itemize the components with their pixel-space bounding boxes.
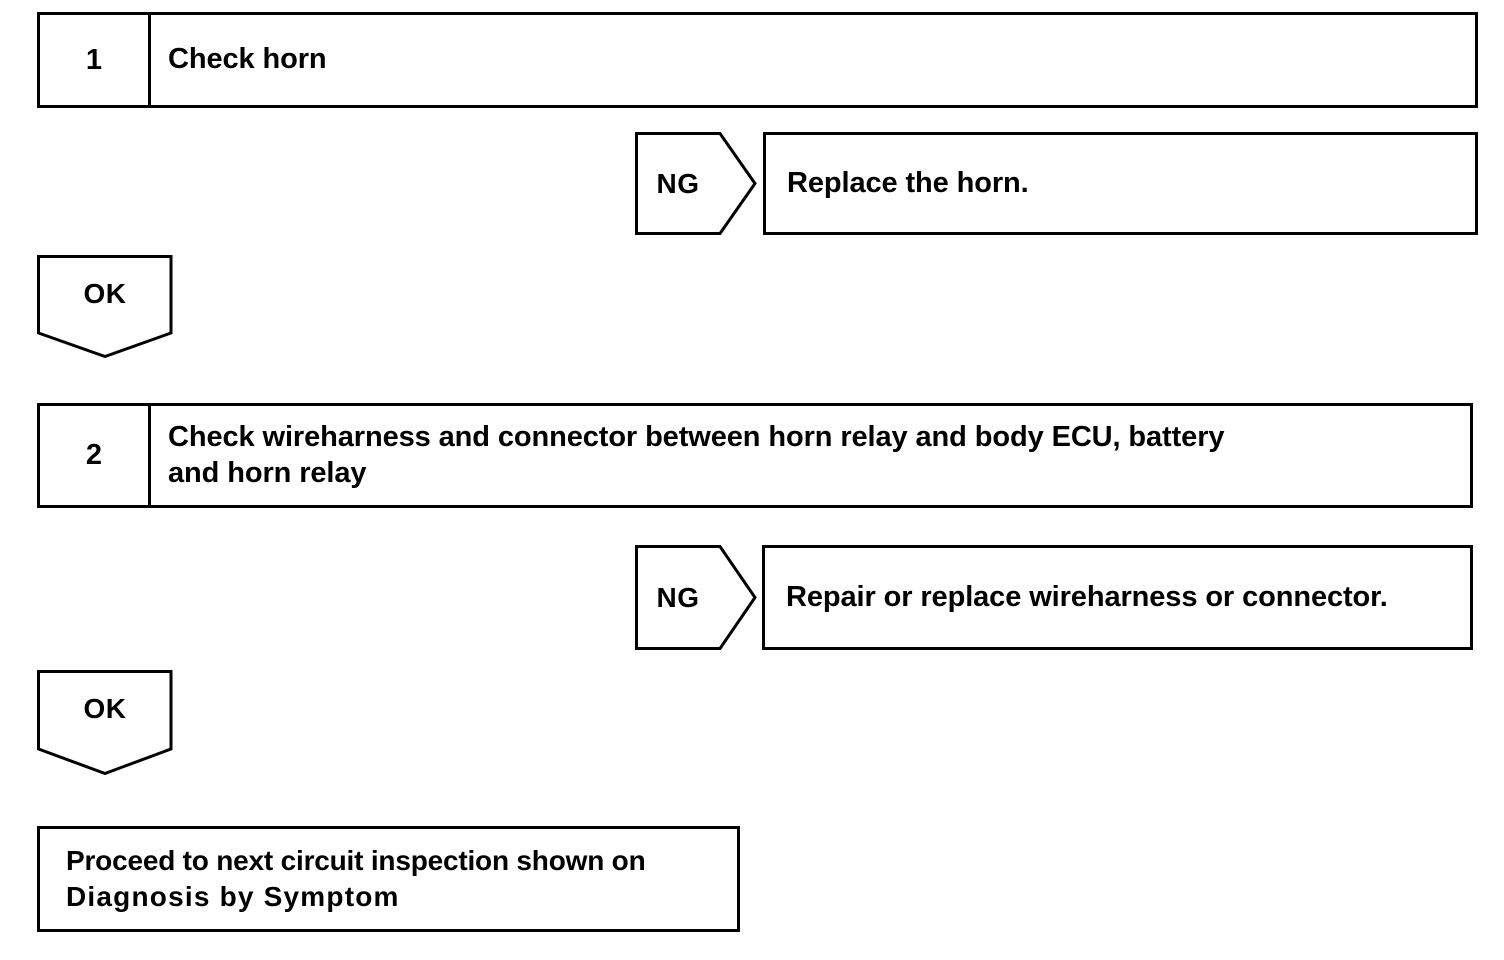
ng-result-box-1: Replace the horn. (763, 132, 1478, 235)
step-box-2: 2 Check wireharness and connector betwee… (37, 403, 1473, 508)
ok-label-2: OK (83, 693, 127, 724)
ng-result-lines-2: Repair or replace wireharness or connect… (786, 580, 1388, 615)
step-text-cell-1: Check horn (151, 15, 1475, 105)
step-number-2: 2 (40, 406, 151, 505)
ok-arrow-1: OK (37, 255, 173, 358)
terminal-box: Proceed to next circuit inspection shown… (37, 826, 740, 932)
step-text-lines-2: Check wireharness and connector between … (168, 420, 1225, 491)
ng-arrow-1: NG (635, 132, 757, 235)
ng-result-line: Replace the horn. (787, 166, 1029, 199)
ng-result-box-2: Repair or replace wireharness or connect… (762, 545, 1473, 650)
step-text-lines-1: Check horn (168, 42, 327, 77)
ng-label-1: NG (656, 167, 700, 199)
step-text-cell-2: Check wireharness and connector between … (151, 406, 1470, 505)
terminal-line-2: Diagnosis by Symptom (66, 881, 400, 912)
step-text-line: Check wireharness and connector between … (168, 421, 1225, 454)
ok-label-1: OK (83, 278, 127, 309)
ng-result-lines-1: Replace the horn. (787, 166, 1029, 201)
ng-label-2: NG (656, 581, 700, 613)
terminal-lines: Proceed to next circuit inspection shown… (66, 843, 646, 915)
step-number-1: 1 (40, 15, 151, 105)
step-text-line: Check horn (168, 43, 327, 76)
step-box-1: 1 Check horn (37, 12, 1478, 108)
ok-arrow-2: OK (37, 670, 173, 775)
step-text-line: and horn relay (168, 456, 367, 489)
terminal-line-1: Proceed to next circuit inspection shown… (66, 845, 646, 877)
ng-arrow-2: NG (635, 545, 757, 650)
ng-result-line: Repair or replace wireharness or connect… (786, 580, 1388, 613)
